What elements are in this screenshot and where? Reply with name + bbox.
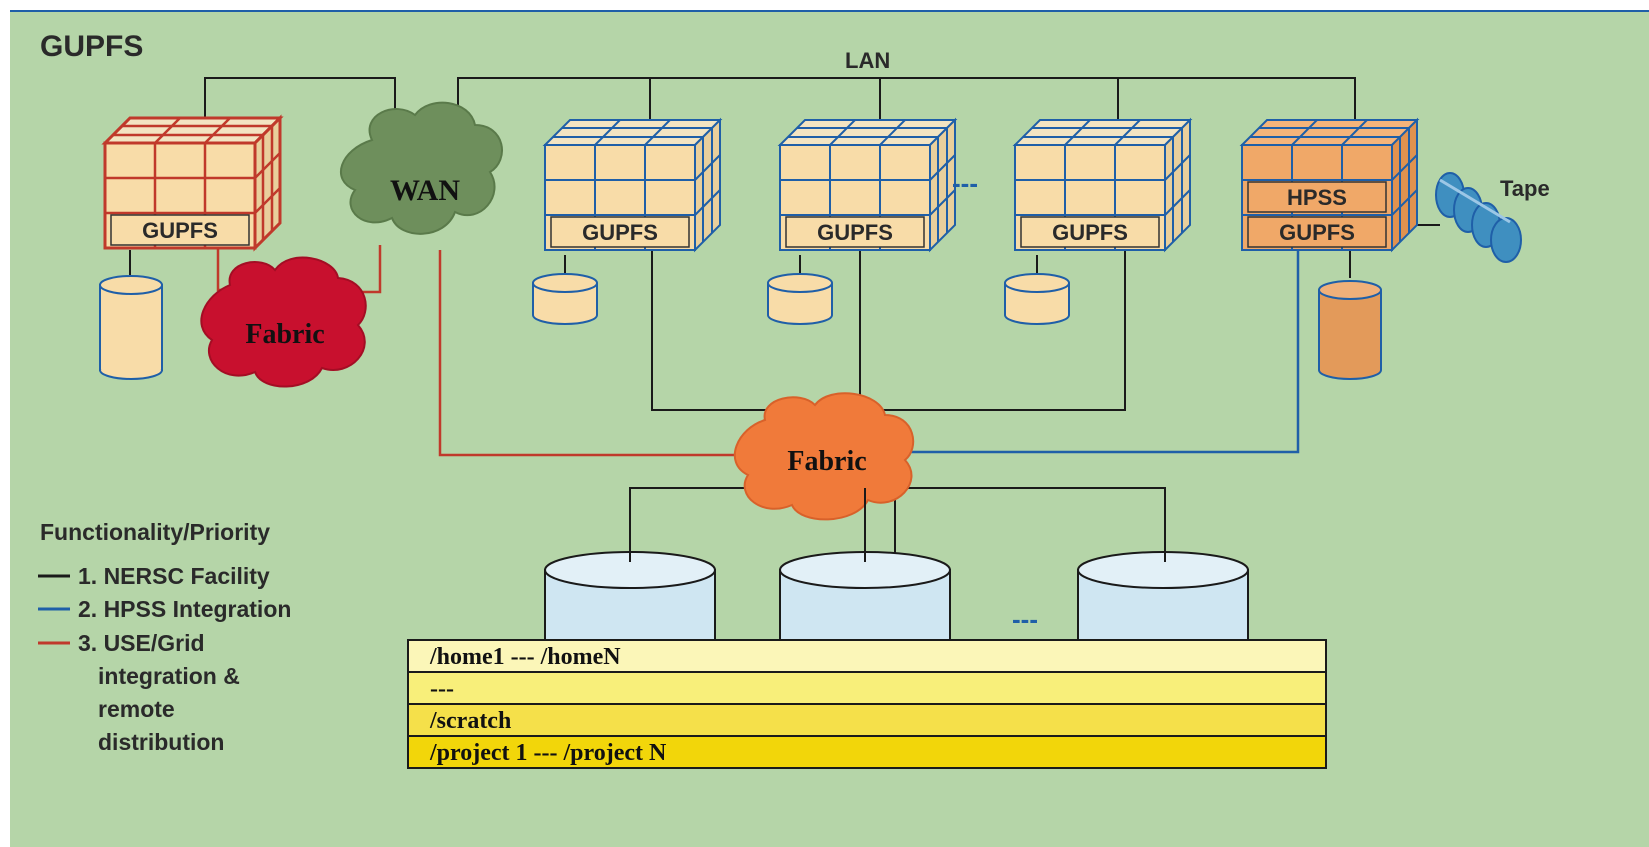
hpss-gupfs-label: GUPFS xyxy=(1279,220,1355,245)
cube-label-1: GUPFS xyxy=(582,220,658,245)
storage-cylinder-1 xyxy=(532,273,598,325)
wan-cloud xyxy=(339,101,503,235)
fabric-center-cloud xyxy=(733,392,915,521)
filesystem-row-scratch xyxy=(407,703,1327,737)
filesystem-home-label: /home1 --- /homeN xyxy=(429,644,621,670)
gupfs-local-cube: GUPFS xyxy=(103,116,282,250)
cube-label-gupfs-local: GUPFS xyxy=(142,218,218,243)
filesystem-row-ellipsis xyxy=(407,671,1327,705)
disk-ellipsis: --- xyxy=(1012,604,1038,634)
hpss-network-line xyxy=(900,250,1300,454)
legend-item-nersc: 1. NERSC Facility xyxy=(78,563,270,589)
wan-label: WAN xyxy=(390,174,460,207)
gupfs-cluster-cube-1: GUPFS xyxy=(544,119,721,251)
legend-item-hpss: 2. HPSS Integration xyxy=(78,596,291,622)
legend-item-grid-line4: distribution xyxy=(98,729,224,755)
cube-label-3: GUPFS xyxy=(1052,220,1128,245)
legend-item-grid-line3: remote xyxy=(98,696,175,722)
lan-label: LAN xyxy=(845,48,890,73)
tape-label: Tape xyxy=(1500,176,1550,201)
fabric-left-cloud xyxy=(200,256,367,388)
fabric-left-label: Fabric xyxy=(245,319,324,350)
filesystem-stack: /home1 --- /homeN --- /scratch /project … xyxy=(407,639,1327,769)
storage-cylinder-3 xyxy=(1004,273,1070,325)
storage-cylinder-2 xyxy=(767,273,833,325)
hpss-cube: HPSS GUPFS xyxy=(1241,119,1418,251)
filesystem-row-project xyxy=(407,735,1327,769)
storage-cylinder-local xyxy=(99,275,163,380)
gupfs-cluster-cube-2: GUPFS xyxy=(779,119,956,251)
filesystem-scratch-label: /scratch xyxy=(429,708,511,734)
lan-network-lines xyxy=(129,77,1440,570)
diagram-title: GUPFS xyxy=(40,30,143,63)
filesystem-project-label: /project 1 --- /project N xyxy=(429,740,667,766)
fabric-center-label: Fabric xyxy=(787,446,866,477)
tape-icon xyxy=(1435,172,1522,263)
legend-item-grid: 3. USE/Grid xyxy=(78,630,205,656)
storage-cylinder-hpss xyxy=(1318,280,1382,380)
cube-label-2: GUPFS xyxy=(817,220,893,245)
legend: Functionality/Priority 1. NERSC Facility… xyxy=(38,519,291,755)
gupfs-cluster-cube-3: GUPFS xyxy=(1014,119,1191,251)
legend-item-grid-line2: integration & xyxy=(98,663,240,689)
hpss-label: HPSS xyxy=(1287,185,1347,210)
cluster-ellipsis: --- xyxy=(952,168,978,198)
filesystem-ellipsis-label: --- xyxy=(430,676,454,702)
legend-title: Functionality/Priority xyxy=(40,519,270,545)
